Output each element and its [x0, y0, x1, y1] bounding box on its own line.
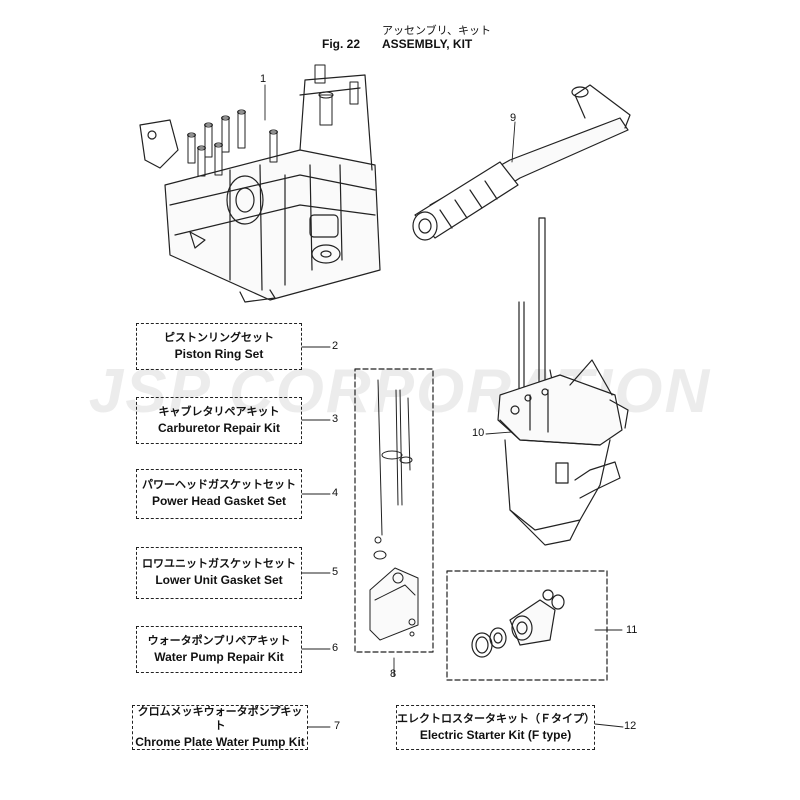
kit-box-power-head-gasket-set: パワーヘッドガスケットセット Power Head Gasket Set	[136, 469, 302, 519]
starter-parts-box	[446, 570, 608, 681]
callout-6: 6	[332, 642, 339, 654]
kit-box-electric-starter-kit: エレクトロスタータキット（Ｆタイプ） Electric Starter Kit …	[396, 705, 595, 750]
callout-3: 3	[332, 413, 339, 425]
shift-rod-kit-drawing	[369, 379, 419, 641]
callout-9: 9	[510, 112, 517, 124]
kit-jp-label: クロムメッキウォータポンプキット	[137, 704, 303, 733]
japanese-title: アッセンブリ、キット	[382, 24, 492, 37]
kit-en-label: Electric Starter Kit (F type)	[419, 727, 572, 742]
kit-jp-label: エレクトロスタータキット（Ｆタイプ）	[397, 711, 595, 725]
kit-jp-label: キャブレタリペアキット	[158, 404, 280, 418]
leader-lines	[264, 84, 624, 728]
kit-en-label: Chrome Plate Water Pump Kit	[135, 735, 305, 750]
callout-7: 7	[334, 720, 341, 732]
kit-box-carburetor-repair-kit: キャブレタリペアキット Carburetor Repair Kit	[136, 397, 302, 444]
callout-8: 8	[390, 668, 397, 680]
power-head-drawing	[139, 64, 381, 303]
callout-2: 2	[332, 340, 339, 352]
callout-10: 10	[472, 427, 485, 439]
kit-jp-label: ウォータポンプリペアキット	[147, 633, 291, 647]
starter-parts-drawing	[471, 589, 565, 658]
diagram-title: ASSEMBLY, KIT	[382, 37, 473, 51]
kit-jp-label: ピストンリングセット	[164, 330, 274, 344]
kit-box-lower-unit-gasket-set: ロワユニットガスケットセット Lower Unit Gasket Set	[136, 547, 302, 599]
callout-12: 12	[624, 720, 637, 732]
kit-jp-label: パワーヘッドガスケットセット	[142, 478, 296, 492]
kit-en-label: Carburetor Repair Kit	[157, 420, 281, 435]
kit-box-chrome-plate-water-pump-kit: クロムメッキウォータポンプキット Chrome Plate Water Pump…	[132, 705, 308, 750]
kit-jp-label: ロワユニットガスケットセット	[142, 557, 296, 571]
tiller-handle-drawing	[412, 84, 631, 241]
figure-number: Fig. 22	[322, 37, 361, 51]
lower-unit-drawing	[497, 217, 629, 546]
kit-en-label: Water Pump Repair Kit	[154, 649, 284, 664]
kit-en-label: Power Head Gasket Set	[151, 494, 287, 509]
callout-1: 1	[260, 73, 267, 85]
kit-box-water-pump-repair-kit: ウォータポンプリペアキット Water Pump Repair Kit	[136, 626, 302, 673]
callout-4: 4	[332, 487, 339, 499]
callout-5: 5	[332, 566, 339, 578]
kit-box-piston-ring-set: ピストンリングセット Piston Ring Set	[136, 323, 302, 370]
shift-rod-kit-box	[354, 368, 434, 653]
kit-en-label: Piston Ring Set	[174, 346, 264, 361]
kit-en-label: Lower Unit Gasket Set	[155, 573, 283, 588]
callout-11: 11	[626, 624, 638, 636]
